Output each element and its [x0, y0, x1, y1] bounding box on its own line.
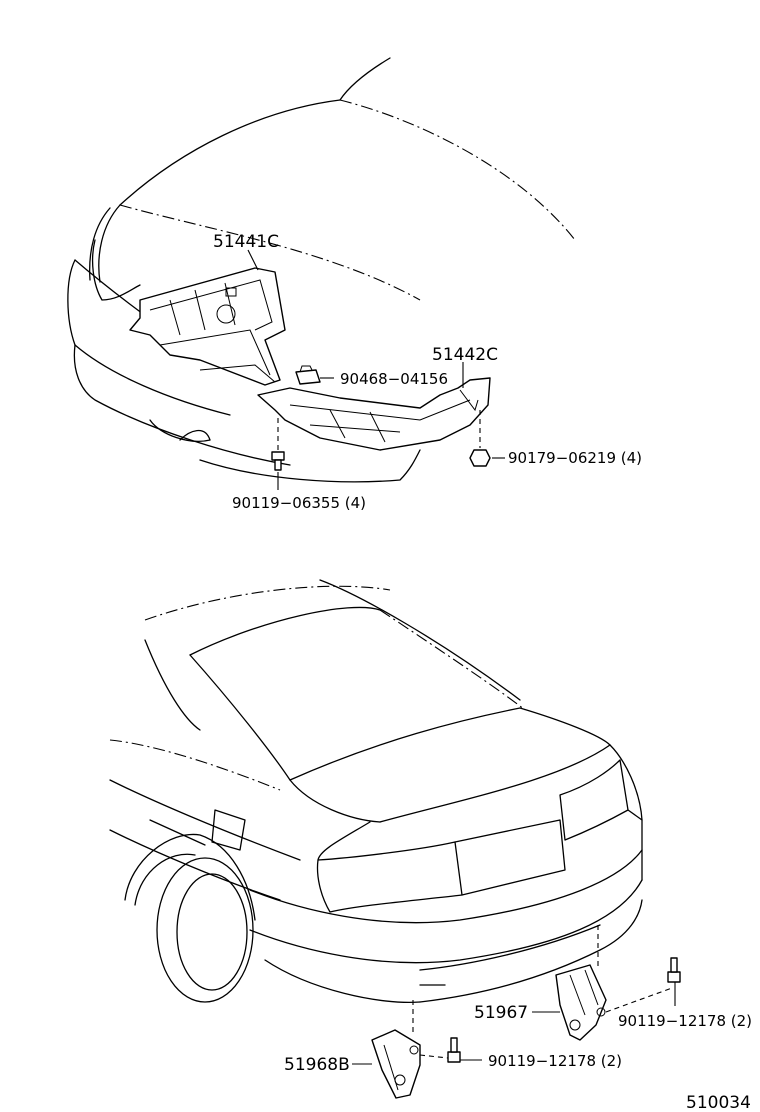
front-leader-lines	[247, 249, 505, 490]
label-90468-04156: 90468−04156	[340, 370, 448, 388]
label-90179-06219: 90179−06219 (4)	[508, 449, 642, 467]
rear-leader-lines	[352, 1011, 560, 1065]
bolt-90119-12178-left	[419, 1037, 482, 1063]
front-car-outline	[67, 57, 576, 483]
figure-number: 510034	[686, 1093, 751, 1112]
engine-under-cover-51442c	[257, 377, 491, 451]
bolt-90119-12178-right	[605, 957, 681, 1013]
label-51442c: 51442C	[432, 345, 498, 365]
label-51967: 51967	[474, 1003, 528, 1023]
label-90119-12178-left: 90119−12178 (2)	[488, 1052, 622, 1070]
rear-car-outline	[109, 579, 643, 1004]
nut-90179-06219	[469, 410, 491, 467]
clip-90468-04156	[295, 365, 321, 385]
rear-bumper-bracket-51967	[555, 925, 607, 1041]
label-90119-06355: 90119−06355 (4)	[232, 494, 366, 512]
rear-bumper-bracket-51968b	[371, 1000, 421, 1099]
label-51968b: 51968B	[284, 1055, 350, 1075]
bolt-90119-06355	[271, 418, 285, 471]
label-51441c: 51441C	[213, 232, 279, 252]
engine-under-cover-51441c	[129, 267, 286, 386]
label-90119-12178-right: 90119−12178 (2)	[618, 1012, 752, 1030]
